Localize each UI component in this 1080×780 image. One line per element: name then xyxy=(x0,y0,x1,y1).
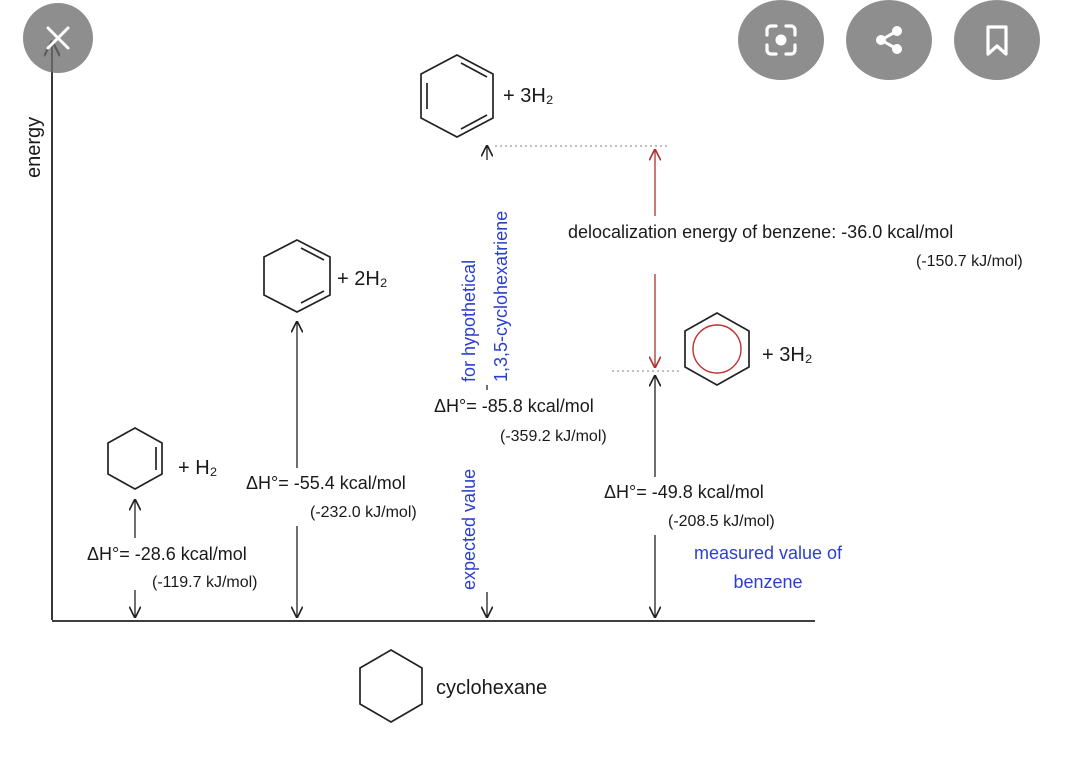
lens-search-button[interactable] xyxy=(738,0,824,80)
close-button[interactable] xyxy=(23,3,93,73)
delocalization-label-bg xyxy=(565,216,1060,274)
cyclohexadiene-dh-kj: (-232.0 kJ/mol) xyxy=(310,504,417,521)
cyclohexene-dh: ΔH°= -28.6 kcal/mol xyxy=(87,544,247,564)
bookmark-button[interactable] xyxy=(954,0,1040,80)
cyclohexane-label: cyclohexane xyxy=(436,677,547,699)
energy-axis-label: energy xyxy=(23,117,45,178)
triene-note-bg-bottom xyxy=(474,432,496,592)
benzene-label-bg xyxy=(602,477,812,535)
cyclohexadiene-structure xyxy=(263,239,331,313)
cyclohexadiene-reagent: + 2H₂ xyxy=(337,268,388,290)
triene-label-bg xyxy=(432,390,647,450)
delocalization-energy: delocalization energy of benzene: -36.0 … xyxy=(568,222,953,242)
benzene-reagent: + 3H₂ xyxy=(762,344,813,366)
cyclohexene-structure xyxy=(107,427,163,490)
cyclohexatriene-dh: ΔH°= -85.8 kcal/mol xyxy=(434,396,594,416)
benzene-structure xyxy=(684,312,750,386)
cyclohexene-dh-kj: (-119.7 kJ/mol) xyxy=(152,574,258,591)
triene-note-bg-top xyxy=(474,160,516,385)
close-icon xyxy=(46,26,70,50)
benzene-note-bg xyxy=(672,538,867,594)
delocalization-energy-kj: (-150.7 kJ/mol) xyxy=(916,253,1023,270)
cyclohexadiene-dh: ΔH°= -55.4 kcal/mol xyxy=(246,473,406,493)
benzene-note-line2: benzene xyxy=(733,572,802,592)
cyclohexatriene-structure xyxy=(420,54,494,138)
triene-note-line3: expected value xyxy=(459,469,479,590)
triene-note-line2: 1,3,5-cyclohexatriene xyxy=(491,211,511,382)
benzene-note-line1: measured value of xyxy=(694,543,843,563)
cyclohexadiene-label-bg xyxy=(244,468,454,526)
share-button[interactable] xyxy=(846,0,932,80)
triene-note-line1: for hypothetical xyxy=(459,260,479,382)
benzene-dh-kj: (-208.5 kJ/mol) xyxy=(668,513,775,530)
bookmark-icon xyxy=(986,25,1008,56)
cyclohexene-reagent: + H₂ xyxy=(178,457,217,479)
scan-icon xyxy=(765,24,797,56)
cyclohexene-label-bg xyxy=(86,538,296,590)
cyclohexane-structure xyxy=(359,649,423,723)
share-icon xyxy=(876,26,902,54)
cyclohexatriene-reagent: + 3H₂ xyxy=(503,85,554,107)
cyclohexatriene-dh-kj: (-359.2 kJ/mol) xyxy=(500,428,607,445)
benzene-dh: ΔH°= -49.8 kcal/mol xyxy=(604,482,764,502)
